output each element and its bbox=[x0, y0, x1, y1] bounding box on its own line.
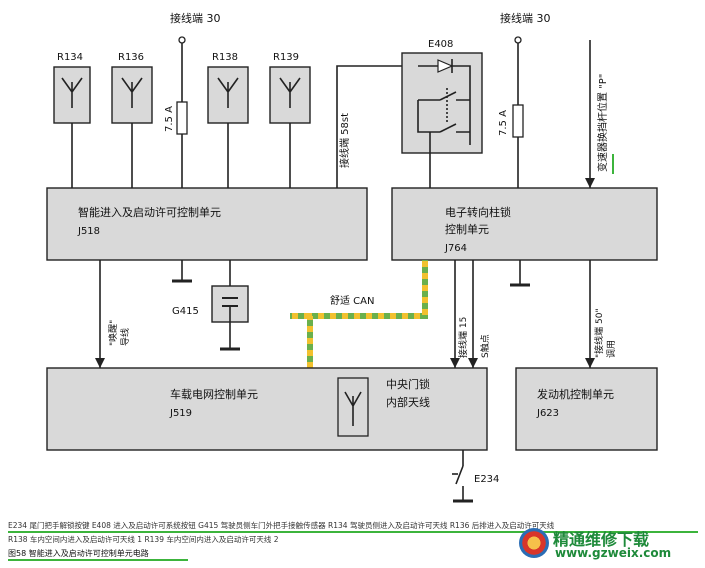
label-r136: R136 bbox=[118, 52, 144, 63]
fuse-right-label: 7.5 A bbox=[498, 110, 509, 136]
switch-e234 bbox=[452, 450, 473, 503]
j518-code: J518 bbox=[77, 226, 100, 237]
watermark-logo-icon bbox=[519, 528, 549, 558]
s-contact-label: S触点 bbox=[479, 334, 491, 358]
gear-p-label: 变速器换挡杆位置 "P" bbox=[596, 74, 609, 172]
j519-box bbox=[46, 367, 488, 451]
antenna-r139 bbox=[269, 66, 311, 188]
terminal-30-left-label: 接线端 30 bbox=[170, 11, 221, 25]
comfort-can-bus bbox=[290, 260, 428, 368]
central-lock-label-2: 内部天线 bbox=[386, 395, 430, 409]
watermark-url: www.gzweix.com bbox=[555, 546, 672, 560]
terminal-58st-label: 接线端 58st bbox=[338, 113, 351, 168]
e234-label: E234 bbox=[474, 474, 499, 485]
j764-code: J764 bbox=[444, 243, 467, 254]
terminal-15-label: 接线端 15 bbox=[457, 317, 469, 358]
fuse-left bbox=[176, 101, 188, 135]
legend-line-1: E234 尾门把手解锁按键 E408 进入及启动许可系统按钮 G415 驾驶员侧… bbox=[8, 521, 555, 530]
g415-label: G415 bbox=[172, 306, 199, 317]
terminal-30-left-node bbox=[178, 36, 186, 44]
terminal-50-label-1: "接线端 50" bbox=[593, 308, 605, 358]
fuse-left-label: 7.5 A bbox=[164, 106, 175, 132]
antenna-r136 bbox=[111, 66, 153, 188]
relay-e408-label: E408 bbox=[428, 39, 453, 50]
j518-name: 智能进入及启动许可控制单元 bbox=[78, 205, 221, 219]
legend-line-2: R138 车内空间内进入及启动许可天线 1 R139 车内空间内进入及启动许可天… bbox=[8, 535, 279, 544]
terminal-50-label-2: 调用 bbox=[606, 340, 617, 358]
label-r138: R138 bbox=[212, 52, 238, 63]
fuse-right bbox=[512, 104, 524, 138]
central-lock-label-1: 中央门锁 bbox=[386, 377, 430, 391]
caption-underline bbox=[8, 559, 188, 561]
circuit-diagram: R134 R136 R138 R139 接线端 30 7.5 A 接线端 58s… bbox=[46, 11, 658, 503]
j519-name: 车载电网控制单元 bbox=[170, 387, 258, 401]
terminal-30-right-node bbox=[514, 36, 522, 44]
j518-box bbox=[46, 187, 368, 261]
j764-box bbox=[391, 187, 658, 261]
terminal-30-right-label: 接线端 30 bbox=[500, 11, 551, 25]
relay-e408 bbox=[401, 52, 483, 188]
comfort-can-label: 舒适 CAN bbox=[330, 294, 374, 307]
watermark-title: 精通维修下载 bbox=[553, 530, 650, 549]
figure-caption: 图58 智能进入及启动许可控制单元电路 bbox=[8, 549, 149, 558]
label-r139: R139 bbox=[273, 52, 299, 63]
j764-name-1: 电子转向柱锁 bbox=[445, 205, 511, 219]
j519-code: J519 bbox=[169, 408, 192, 419]
watermark: 精通维修下载 www.gzweix.com bbox=[519, 526, 699, 564]
label-r134: R134 bbox=[57, 52, 83, 63]
legend-underline bbox=[8, 531, 698, 533]
j623-name: 发动机控制单元 bbox=[537, 387, 614, 401]
j764-name-2: 控制单元 bbox=[445, 222, 489, 236]
antenna-r134 bbox=[53, 66, 91, 188]
wake-label-1: "唤醒" bbox=[107, 320, 119, 346]
wake-label-2: 导线 bbox=[119, 328, 131, 346]
j623-code: J623 bbox=[536, 408, 559, 419]
j623-box bbox=[515, 367, 658, 451]
antenna-r138 bbox=[207, 66, 249, 188]
